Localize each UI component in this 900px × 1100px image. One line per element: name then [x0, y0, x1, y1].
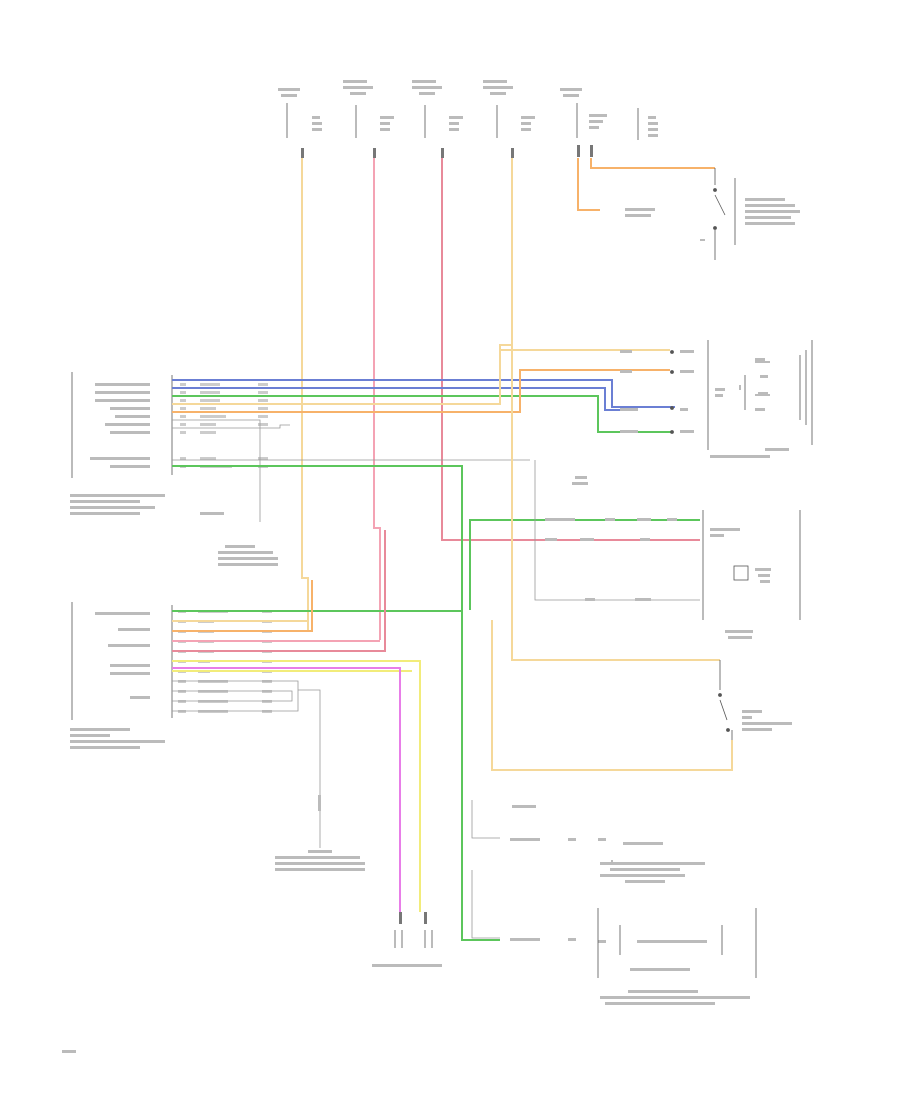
- stoplamp-return-wire: [491, 620, 733, 771]
- cluster-wires: [469, 345, 720, 661]
- bottom-right-brackets: [597, 860, 757, 978]
- cruise-release-switch: [700, 168, 736, 260]
- tan-wire-1: [172, 349, 670, 405]
- stoplamp-labels: [742, 710, 792, 731]
- fuse-connector-tabs: [301, 145, 593, 158]
- bottom-right-labels: [510, 805, 750, 1005]
- orange-feed-wire-2: [590, 158, 715, 169]
- blue-wire-2: [172, 387, 625, 411]
- multifunction-switch: [670, 340, 813, 450]
- green-wire-1: [172, 395, 672, 433]
- orange-lower-wire: [172, 580, 313, 632]
- red-lower-wire: [172, 530, 386, 652]
- tan-stoplamp-wire: [511, 345, 720, 661]
- cruise-switch-wires: [172, 349, 675, 610]
- stoplamp-switch: [718, 660, 733, 765]
- green-wire-2: [172, 465, 463, 610]
- orange-wire-1: [172, 369, 670, 413]
- gray-ground-1: [172, 680, 299, 712]
- bottom-right-wires: [471, 800, 500, 939]
- blue-wire-1: [172, 379, 675, 408]
- red-feed-wire: [441, 158, 700, 541]
- gray-wire-2: [172, 424, 290, 429]
- left-connector-bracket: [71, 372, 173, 478]
- cluster-labels: [545, 518, 771, 639]
- lower-connector-bracket: [71, 602, 173, 720]
- gray-cluster-wire: [534, 460, 700, 601]
- tan-feed-wire: [301, 158, 309, 632]
- gray-ground-3: [298, 689, 321, 848]
- orange-feed-wire: [577, 158, 600, 211]
- feed-wires: [301, 158, 715, 640]
- gray-ground-2: [172, 690, 293, 702]
- top-bracket-marks: [286, 103, 639, 140]
- green-cluster-wire: [469, 519, 700, 610]
- page-marker: [62, 1050, 76, 1053]
- multifunction-switch-labels: [572, 350, 789, 485]
- magenta-lower-wire: [172, 667, 401, 912]
- cluster-bracket: [702, 510, 801, 620]
- top-fuse-labels: [278, 80, 658, 137]
- tan-feed-wire-2: [499, 158, 513, 350]
- lower-connector-wires: [172, 530, 470, 941]
- gray-wire-1: [172, 419, 261, 522]
- ground-labels: [275, 795, 365, 871]
- release-switch-label: [625, 198, 800, 225]
- vehicle-speed-sensor: [394, 930, 433, 948]
- lower-connector-labels: [70, 612, 165, 749]
- left-connector-labels: [70, 383, 278, 566]
- yellow-lower-wire: [172, 660, 421, 912]
- vss-label: [372, 964, 442, 967]
- vss-connector-tabs: [399, 912, 427, 924]
- pink-feed-wire: [373, 158, 381, 640]
